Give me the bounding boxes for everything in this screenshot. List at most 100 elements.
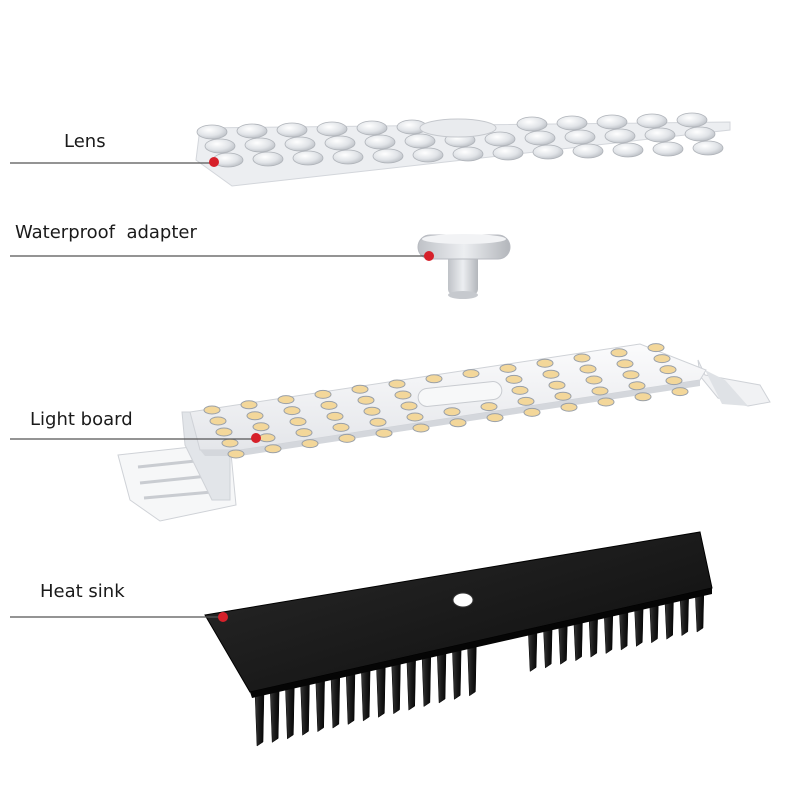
led — [665, 376, 683, 386]
led — [215, 427, 233, 437]
led — [610, 348, 628, 358]
led — [227, 449, 245, 459]
led — [338, 433, 356, 443]
led — [548, 380, 566, 390]
heat-sink-fin — [300, 678, 310, 736]
led — [628, 381, 646, 391]
led — [258, 433, 276, 443]
led — [406, 412, 424, 422]
leader-lines — [10, 157, 434, 622]
heat-sink-fin — [330, 671, 341, 729]
lens-dome — [572, 143, 604, 159]
led — [295, 428, 313, 438]
lens-dome — [276, 122, 308, 138]
led — [326, 411, 344, 421]
marker-light-board — [251, 433, 261, 443]
led — [388, 379, 406, 389]
led — [659, 365, 677, 375]
heat-sink-fins — [254, 585, 705, 747]
lens-dome — [652, 141, 684, 157]
marker-adapter — [424, 251, 434, 261]
led — [301, 439, 319, 449]
led — [671, 387, 689, 397]
heat-sink-fin — [315, 675, 325, 733]
led — [486, 413, 504, 423]
led — [425, 374, 443, 384]
led — [264, 444, 282, 454]
lens-dome — [692, 140, 724, 156]
led — [351, 384, 369, 394]
lens-dome — [356, 120, 388, 136]
lens-dome — [316, 121, 348, 137]
led — [283, 406, 301, 416]
lens-dome — [324, 135, 356, 151]
label-light-board: Light board — [30, 409, 133, 430]
led — [499, 363, 517, 373]
lens-dome — [452, 146, 484, 162]
lens-dome — [676, 112, 708, 128]
label-lens: Lens — [64, 131, 106, 152]
lens-dome — [524, 130, 556, 146]
led — [375, 428, 393, 438]
led — [277, 395, 295, 405]
label-heat-sink: Heat sink — [40, 581, 125, 602]
lens-dome — [404, 133, 436, 149]
bracket-slot — [139, 474, 209, 485]
adapter-stem-bottom — [448, 291, 478, 299]
lens-dome — [236, 123, 268, 139]
led — [252, 422, 270, 432]
lens-dome — [196, 124, 228, 140]
lens-dome — [604, 128, 636, 144]
led — [400, 401, 418, 411]
led — [314, 389, 332, 399]
led — [616, 359, 634, 369]
led — [653, 354, 671, 364]
lens-domes — [196, 112, 724, 168]
led — [246, 411, 264, 421]
led — [647, 343, 665, 353]
led — [480, 402, 498, 412]
led — [443, 407, 461, 417]
board-center-cover — [417, 381, 503, 407]
lens-dome — [292, 150, 324, 166]
heat-sink-center-hole — [452, 592, 474, 608]
lens-dome — [532, 144, 564, 160]
lens-dome — [596, 114, 628, 130]
led — [622, 370, 640, 380]
lens-dome — [244, 137, 276, 153]
heat-sink-fin — [345, 668, 356, 725]
led — [523, 407, 541, 417]
lens-dome — [516, 116, 548, 132]
heat-sink-fin — [285, 682, 295, 740]
led — [554, 391, 572, 401]
lens-dome — [684, 126, 716, 142]
led — [573, 353, 591, 363]
heat-sink-fin — [269, 686, 280, 743]
lens-center-boss — [419, 118, 497, 138]
adapter-head-top — [422, 234, 506, 244]
led — [579, 364, 597, 374]
led — [289, 417, 307, 427]
led — [221, 438, 239, 448]
lens-dome — [644, 127, 676, 143]
led — [209, 416, 227, 426]
led — [585, 375, 603, 385]
light-board-component — [117, 343, 771, 522]
heat-sink-plate-edge — [250, 588, 712, 698]
led — [394, 390, 412, 400]
lens-dome — [284, 136, 316, 152]
led — [591, 386, 609, 396]
lens-dome — [636, 113, 668, 129]
lens-dome — [492, 145, 524, 161]
led — [412, 423, 430, 433]
lens-dome — [564, 129, 596, 145]
lens-dome — [332, 149, 364, 165]
led — [320, 400, 338, 410]
led — [332, 422, 350, 432]
heat-sink-fin — [254, 689, 265, 747]
led — [560, 402, 578, 412]
lens-dome — [612, 142, 644, 158]
board-right-bracket-side — [705, 370, 748, 406]
